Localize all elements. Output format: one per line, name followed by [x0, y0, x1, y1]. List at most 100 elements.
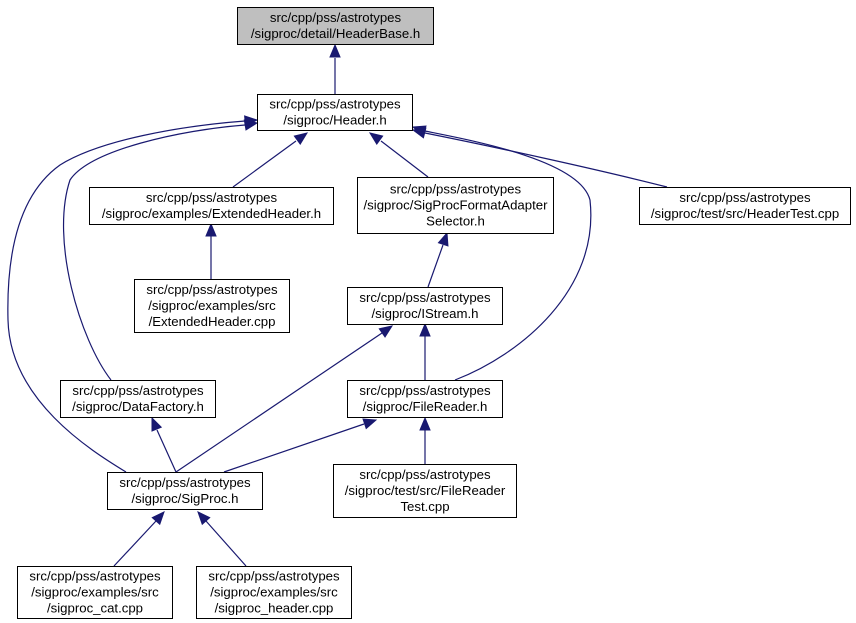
- node-label-line: /sigproc/examples/src: [210, 585, 338, 600]
- edge-extendedheader-h-to-header: [232, 132, 309, 188]
- node-label-line: /sigproc/detail/HeaderBase.h: [251, 26, 420, 41]
- edge-sigproc-to-filereader: [223, 418, 378, 473]
- node-box: [357, 177, 554, 234]
- edge-filereader-to-istream: [419, 322, 431, 380]
- node-sigproc-header[interactable]: src/cpp/pss/astrotypes/sigproc/examples/…: [196, 566, 352, 619]
- node-label-line: /sigproc/test/src/HeaderTest.cpp: [651, 206, 839, 221]
- node-extendedheader-cpp[interactable]: src/cpp/pss/astrotypes/sigproc/examples/…: [134, 279, 290, 333]
- node-label-line: src/cpp/pss/astrotypes: [359, 383, 491, 398]
- node-box: [257, 94, 413, 131]
- node-label-line: /sigproc/DataFactory.h: [72, 399, 204, 414]
- node-label-line: /sigproc/SigProcFormatAdapter: [364, 198, 549, 213]
- node-label-line: src/cpp/pss/astrotypes: [270, 10, 402, 25]
- node-box: [196, 566, 352, 619]
- node-label-line: src/cpp/pss/astrotypes: [359, 467, 491, 482]
- edge-line: [175, 332, 383, 473]
- edge-line: [223, 423, 365, 473]
- edge-sigproc-to-header: [7, 115, 259, 473]
- edge-line: [205, 520, 247, 567]
- node-label-line: Test.cpp: [400, 499, 449, 514]
- node-label-line: /sigproc/IStream.h: [371, 306, 478, 321]
- edge-sigproc-header-to-sigproc: [197, 511, 247, 567]
- node-label-line: /sigproc/examples/ExtendedHeader.h: [102, 206, 321, 221]
- node-filereader[interactable]: src/cpp/pss/astrotypes/sigproc/FileReade…: [347, 380, 503, 418]
- edge-arrowhead: [197, 511, 211, 526]
- node-label-line: /sigproc/examples/src: [148, 298, 276, 313]
- edge-arrowhead: [411, 125, 427, 137]
- node-label-line: Selector.h: [426, 214, 485, 229]
- node-box: [60, 380, 216, 418]
- node-box: [107, 472, 263, 510]
- node-filereadertest[interactable]: src/cpp/pss/astrotypes/sigproc/test/src/…: [333, 464, 517, 518]
- node-extendedheader-h[interactable]: src/cpp/pss/astrotypes/sigproc/examples/…: [89, 187, 334, 225]
- edge-istream-to-sigprocformatadapterselector: [427, 231, 449, 288]
- edge-arrowhead: [151, 511, 165, 526]
- edge-line: [156, 429, 177, 473]
- node-label-line: /ExtendedHeader.cpp: [149, 314, 276, 329]
- node-sigproc-cat[interactable]: src/cpp/pss/astrotypes/sigproc/examples/…: [17, 566, 173, 619]
- edge-filereadertest-to-filereader: [419, 416, 431, 464]
- edge-line: [424, 132, 668, 188]
- node-label-line: /sigproc/examples/src: [31, 585, 159, 600]
- node-sigprocformatadapterselector[interactable]: src/cpp/pss/astrotypes/sigproc/SigProcFo…: [357, 177, 554, 234]
- edge-sigproc-to-datafactory: [151, 416, 177, 473]
- node-box: [347, 380, 503, 418]
- edge-arrowhead: [419, 416, 431, 431]
- node-label-line: /sigproc/FileReader.h: [363, 399, 488, 414]
- edge-arrowhead: [151, 416, 163, 432]
- node-label-line: src/cpp/pss/astrotypes: [29, 569, 161, 584]
- edge-sigproc-cat-to-sigproc: [113, 511, 165, 567]
- node-label-line: src/cpp/pss/astrotypes: [146, 190, 278, 205]
- node-label-line: /sigproc_cat.cpp: [47, 601, 143, 616]
- node-box: [639, 187, 851, 225]
- edge-arrowhead: [437, 231, 449, 247]
- edge-extendedheader-cpp-to-extendedheader-h: [205, 222, 217, 279]
- node-label-line: src/cpp/pss/astrotypes: [359, 290, 491, 305]
- edge-sigproc-to-istream: [175, 325, 394, 473]
- edges-layer: [7, 43, 668, 567]
- node-label-line: src/cpp/pss/astrotypes: [269, 97, 401, 112]
- edge-line: [113, 520, 157, 567]
- node-label-line: /sigproc/test/src/FileReader: [345, 483, 506, 498]
- edge-line: [232, 140, 297, 188]
- node-box: [237, 7, 434, 45]
- edge-line: [63, 124, 246, 381]
- node-label-line: src/cpp/pss/astrotypes: [146, 282, 278, 297]
- node-box: [89, 187, 334, 225]
- node-box: [134, 279, 290, 333]
- node-box: [333, 464, 517, 518]
- edge-arrowhead: [329, 43, 341, 58]
- edge-datafactory-to-header: [63, 119, 259, 381]
- node-label-line: /sigproc/Header.h: [283, 113, 386, 128]
- edge-filereader-to-header: [411, 125, 592, 381]
- edge-line: [7, 120, 246, 473]
- node-label-line: src/cpp/pss/astrotypes: [679, 190, 811, 205]
- edge-arrowhead: [378, 325, 394, 338]
- node-label-line: /sigproc_header.cpp: [215, 601, 334, 616]
- node-datafactory[interactable]: src/cpp/pss/astrotypes/sigproc/DataFacto…: [60, 380, 216, 418]
- node-label-line: src/cpp/pss/astrotypes: [390, 182, 522, 197]
- node-sigproc[interactable]: src/cpp/pss/astrotypes/sigproc/SigProc.h: [107, 472, 263, 510]
- node-box: [17, 566, 173, 619]
- node-box: [347, 287, 503, 325]
- edge-arrowhead: [205, 222, 217, 237]
- edge-line: [427, 244, 444, 288]
- nodes-layer: src/cpp/pss/astrotypes/sigproc/detail/He…: [17, 7, 851, 619]
- edge-line: [424, 130, 592, 381]
- node-istream[interactable]: src/cpp/pss/astrotypes/sigproc/IStream.h: [347, 287, 503, 325]
- edge-arrowhead: [419, 322, 431, 337]
- edge-line: [380, 140, 429, 178]
- edge-arrowhead: [368, 132, 384, 146]
- edge-header-to-headerbase: [329, 43, 341, 94]
- edge-arrowhead: [244, 115, 259, 127]
- node-label-line: src/cpp/pss/astrotypes: [72, 383, 204, 398]
- node-headertest[interactable]: src/cpp/pss/astrotypes/sigproc/test/src/…: [639, 187, 851, 225]
- node-label-line: /sigproc/SigProc.h: [131, 491, 238, 506]
- node-label-line: src/cpp/pss/astrotypes: [208, 569, 340, 584]
- edge-arrowhead: [293, 132, 309, 146]
- edge-sigprocformatadapterselector-to-header: [368, 132, 429, 178]
- node-header[interactable]: src/cpp/pss/astrotypes/sigproc/Header.h: [257, 94, 413, 131]
- node-label-line: src/cpp/pss/astrotypes: [119, 475, 251, 490]
- node-headerbase: src/cpp/pss/astrotypes/sigproc/detail/He…: [237, 7, 434, 45]
